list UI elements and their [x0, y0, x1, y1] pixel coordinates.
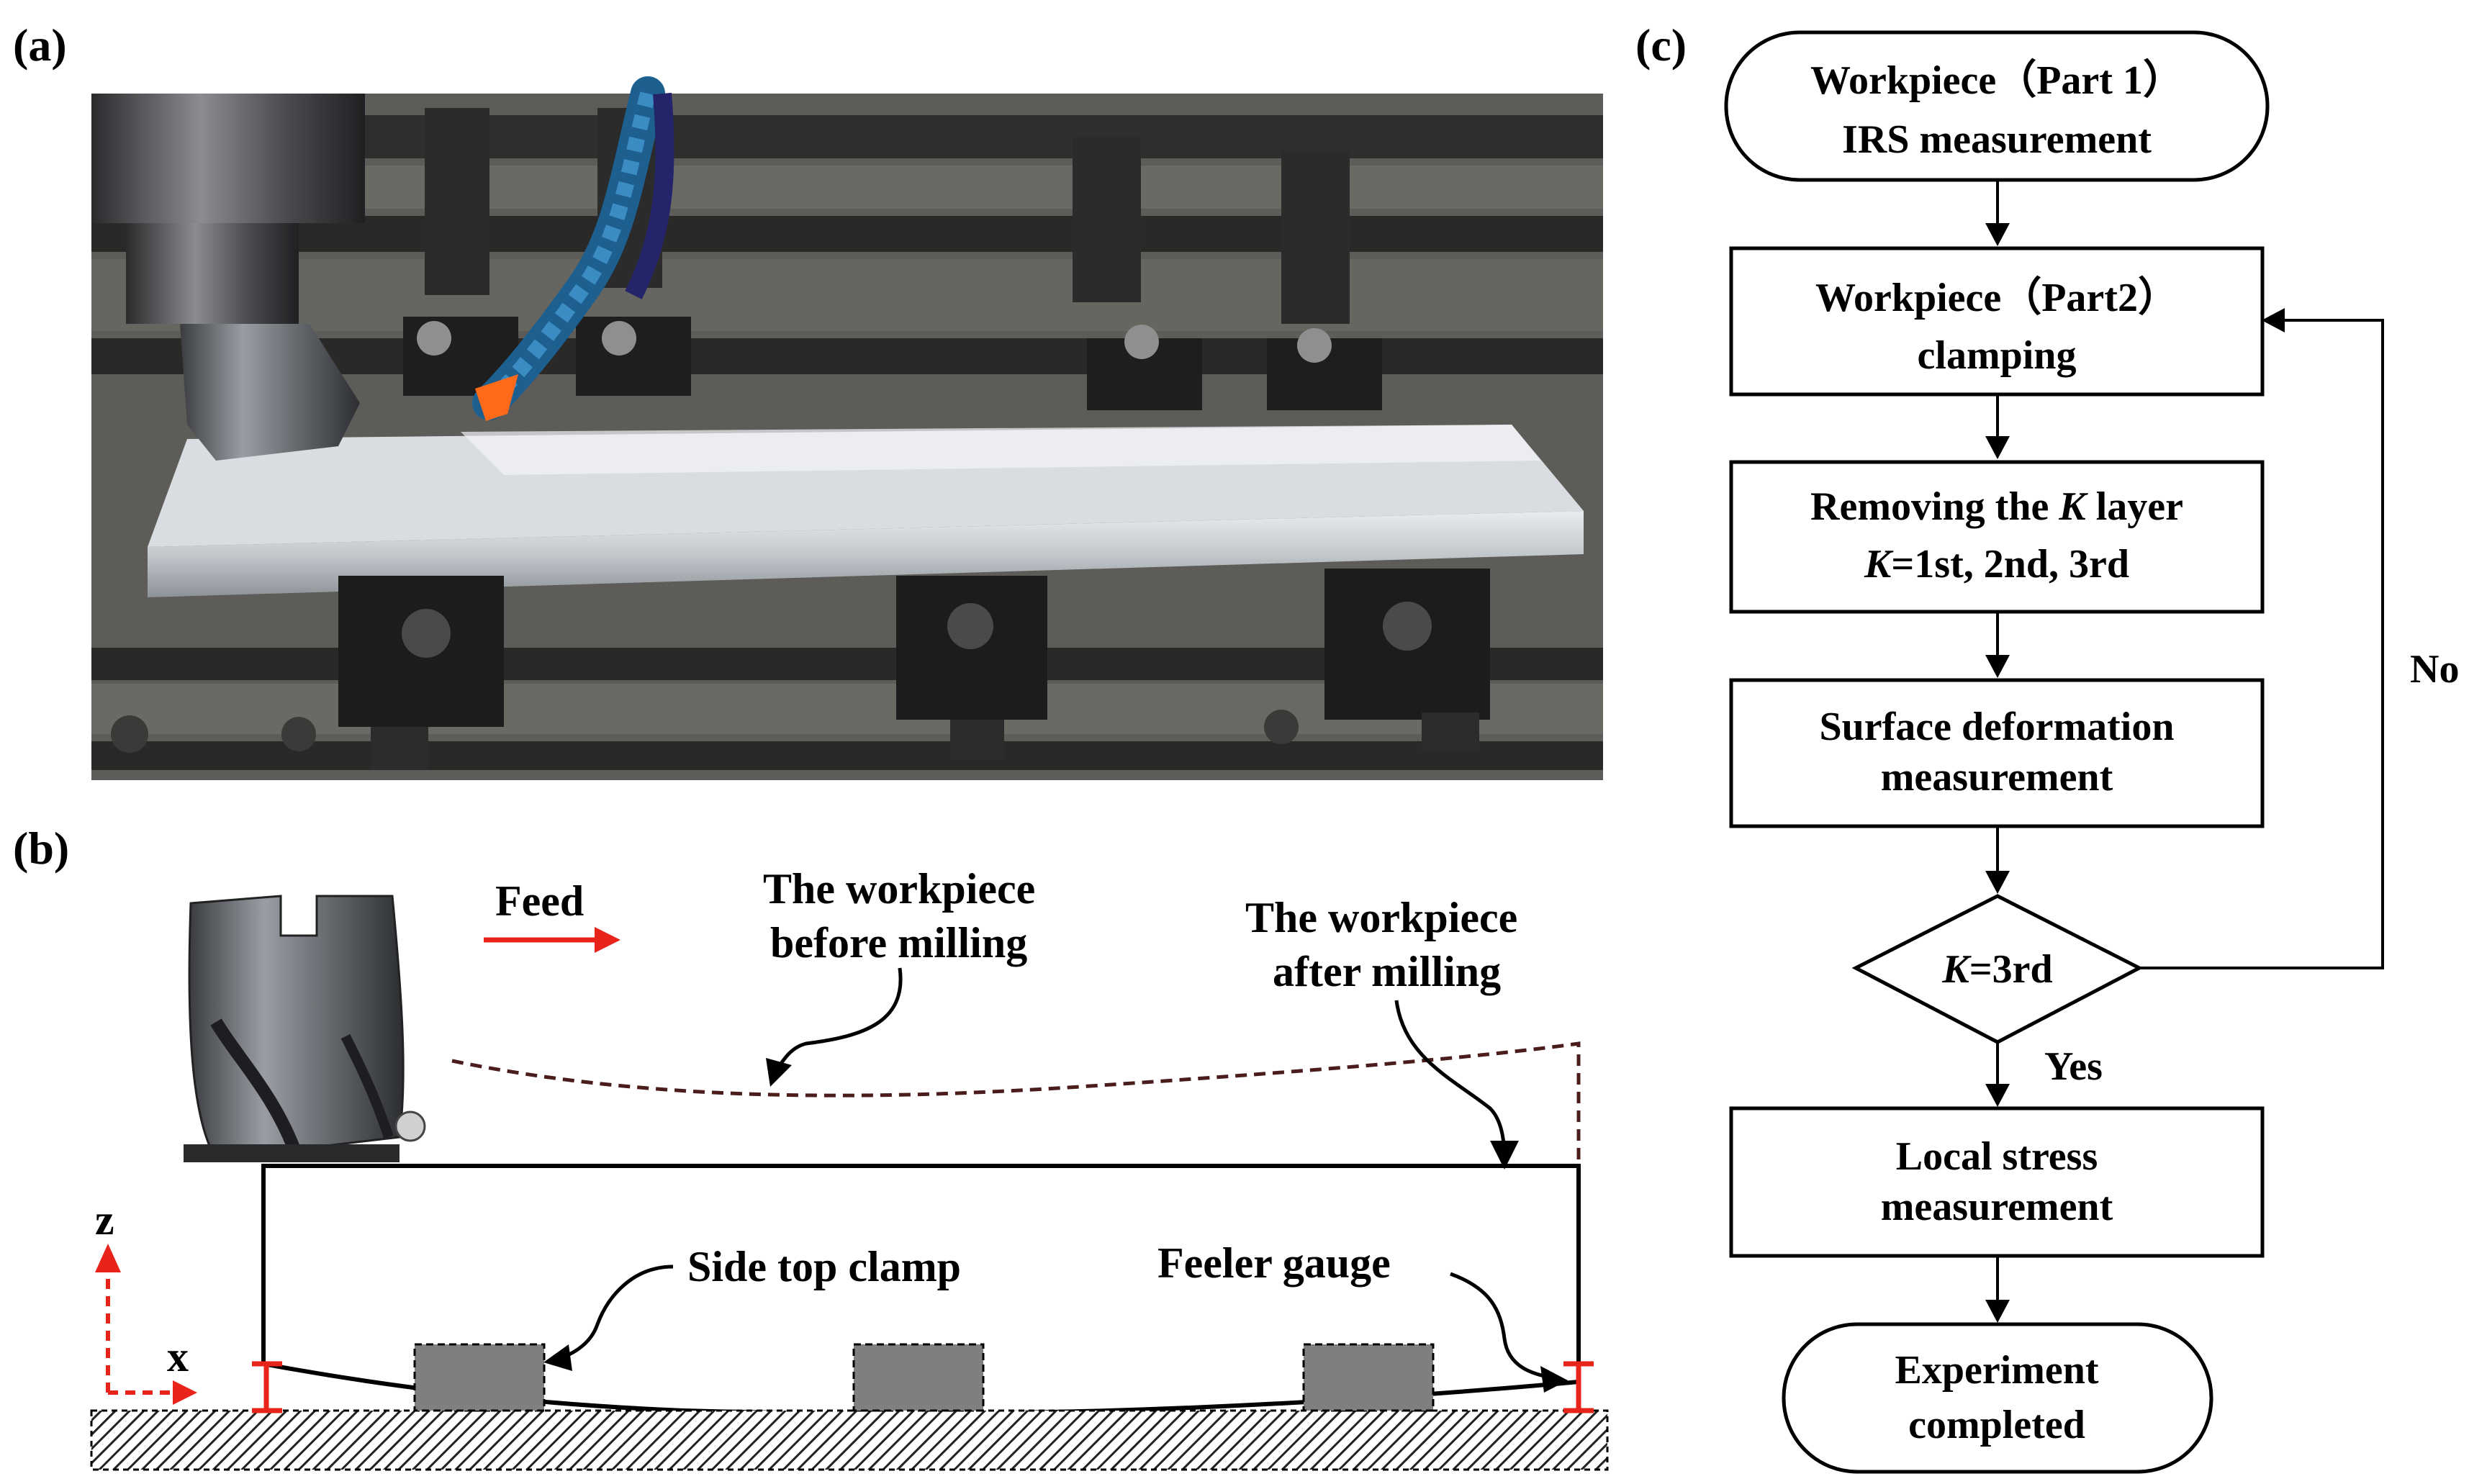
side-clamp-2 [852, 1343, 985, 1412]
start-text-1: Workpiece（Part 1） [1810, 58, 2183, 103]
end-terminal [1782, 1322, 2213, 1474]
leader-arrowheads [543, 1058, 1568, 1393]
panel-label-b: (b) [13, 823, 69, 874]
panel-label-a: (a) [13, 19, 67, 71]
flowchart: Workpiece（Part 1） IRS measurement Workpi… [1724, 30, 2459, 1474]
machine-table-base [90, 1409, 1609, 1471]
start-terminal [1724, 30, 2270, 182]
local-stress-box [1729, 1106, 2265, 1258]
decision-text: K=3rd [1941, 947, 2052, 992]
after-milling-label-1: The workpiece [1245, 894, 1517, 941]
surface-text-2: measurement [1881, 755, 2113, 800]
clamping-text-2: clamping [1918, 333, 2077, 378]
removing-text-2k: K [1864, 542, 1894, 587]
front-clamps [338, 569, 1490, 770]
workpiece-bar [148, 425, 1584, 597]
coolant-hose [472, 76, 674, 421]
side-clamp-label: Side top clamp [687, 1243, 961, 1290]
workpiece-before-dashed [451, 1041, 1581, 1166]
decision-text-k: K [1941, 947, 1972, 992]
axis-z-label: z [95, 1196, 114, 1244]
yes-label: Yes [2044, 1044, 2103, 1089]
local-text-1: Local stress [1896, 1134, 2098, 1179]
decision-diamond [1851, 894, 2144, 1044]
surface-deformation-box [1729, 678, 2265, 828]
end-text-2: completed [1908, 1403, 2085, 1447]
side-clamp-1 [413, 1343, 546, 1412]
feeler-gauge-right [1563, 1361, 1594, 1413]
clamping-process-box [1729, 246, 2265, 397]
machining-photo [91, 76, 1603, 780]
coordinate-axes [95, 1244, 197, 1405]
removing-text-1k: K [2058, 484, 2088, 529]
milling-schematic: Feed z x The [90, 865, 1609, 1471]
removing-text-1b: layer [2086, 484, 2183, 529]
milling-cutter [184, 895, 426, 1162]
start-text-2: IRS measurement [1842, 117, 2152, 162]
after-milling-label-2: after milling [1273, 948, 1501, 995]
removing-text-2: K=1st, 2nd, 3rd [1864, 542, 2129, 587]
decision-text-rest: =3rd [1969, 947, 2053, 992]
before-milling-label-2: before milling [770, 919, 1027, 967]
no-label: No [2410, 647, 2459, 692]
flow-connectors [1985, 180, 2384, 1323]
removing-text-2b: =1st, 2nd, 3rd [1891, 542, 2129, 587]
removing-text-1a: Removing the [1810, 484, 2059, 529]
end-text-1: Experiment [1895, 1348, 2098, 1393]
clamping-text-1: Workpiece（Part2） [1815, 275, 2178, 320]
side-clamp-3 [1302, 1343, 1435, 1412]
panel-label-c: (c) [1635, 19, 1687, 71]
feeler-gauge-left [252, 1361, 282, 1413]
axis-x-label: x [167, 1333, 189, 1380]
removing-layer-box [1729, 460, 2265, 614]
feed-label: Feed [495, 877, 584, 925]
leader-arrows [552, 967, 1556, 1380]
removing-text-1: Removing the K layer [1810, 484, 2183, 529]
local-text-2: measurement [1881, 1185, 2113, 1229]
feed-arrowhead [595, 927, 620, 953]
feeler-gauge-label: Feeler gauge [1157, 1239, 1391, 1287]
spindle-cutter [91, 94, 365, 461]
before-milling-label-1: The workpiece [763, 865, 1035, 913]
surface-text-1: Surface deformation [1819, 705, 2174, 749]
